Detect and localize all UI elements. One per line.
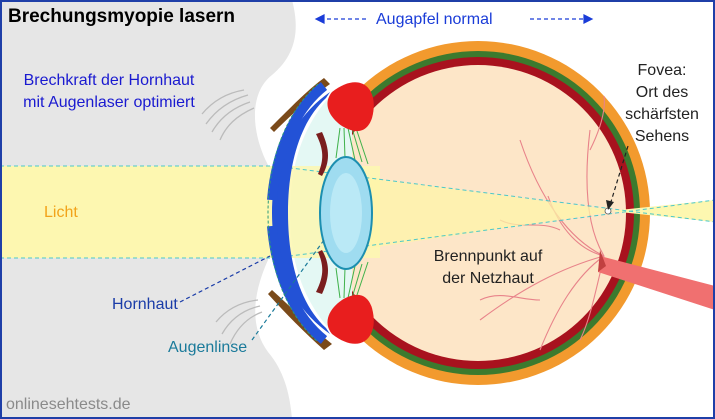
lens-label: Augenlinse — [168, 339, 248, 356]
diverging-light — [610, 200, 715, 222]
cornea — [272, 92, 330, 334]
focus-line1: Brennpunkt auf — [433, 248, 543, 265]
cornea-pointer — [179, 255, 271, 303]
eyeball-span-label: Augapfel normal — [376, 11, 493, 28]
fovea-line1: Fovea: — [637, 62, 687, 79]
site-watermark: onlinesehtests.de — [6, 396, 131, 413]
fovea-line3: schärfsten — [625, 106, 699, 123]
focal-point-label: Brennpunkt auf der Netzhaut — [420, 246, 556, 290]
iris-upper — [327, 82, 374, 132]
zonular-fibers — [335, 127, 369, 299]
cornea-note-line1: Brechkraft der Hornhaut — [23, 72, 195, 89]
iris-lower — [327, 294, 374, 344]
fovea-label: Fovea: Ort des schärfsten Sehens — [617, 60, 707, 148]
focus-line2: der Netzhaut — [442, 270, 534, 287]
light-beam — [0, 166, 275, 258]
cornea-note: Brechkraft der Hornhaut mit Augenlaser o… — [10, 70, 208, 114]
converging-light — [370, 178, 606, 248]
span-arrows — [314, 14, 594, 24]
fovea-line2: Ort des — [635, 84, 689, 101]
fovea-pointer — [609, 145, 629, 206]
upper-eyelashes — [201, 89, 255, 141]
cornea-note-line2: mit Augenlaser optimiert — [23, 94, 195, 111]
diagram-title: Brechungsmyopie lasern — [8, 6, 236, 27]
fovea-line4: Sehens — [634, 128, 690, 145]
light-label: Licht — [44, 204, 78, 221]
optic-nerve — [598, 256, 715, 310]
cornea-label: Hornhaut — [112, 296, 178, 313]
lower-eyelashes — [215, 299, 263, 345]
